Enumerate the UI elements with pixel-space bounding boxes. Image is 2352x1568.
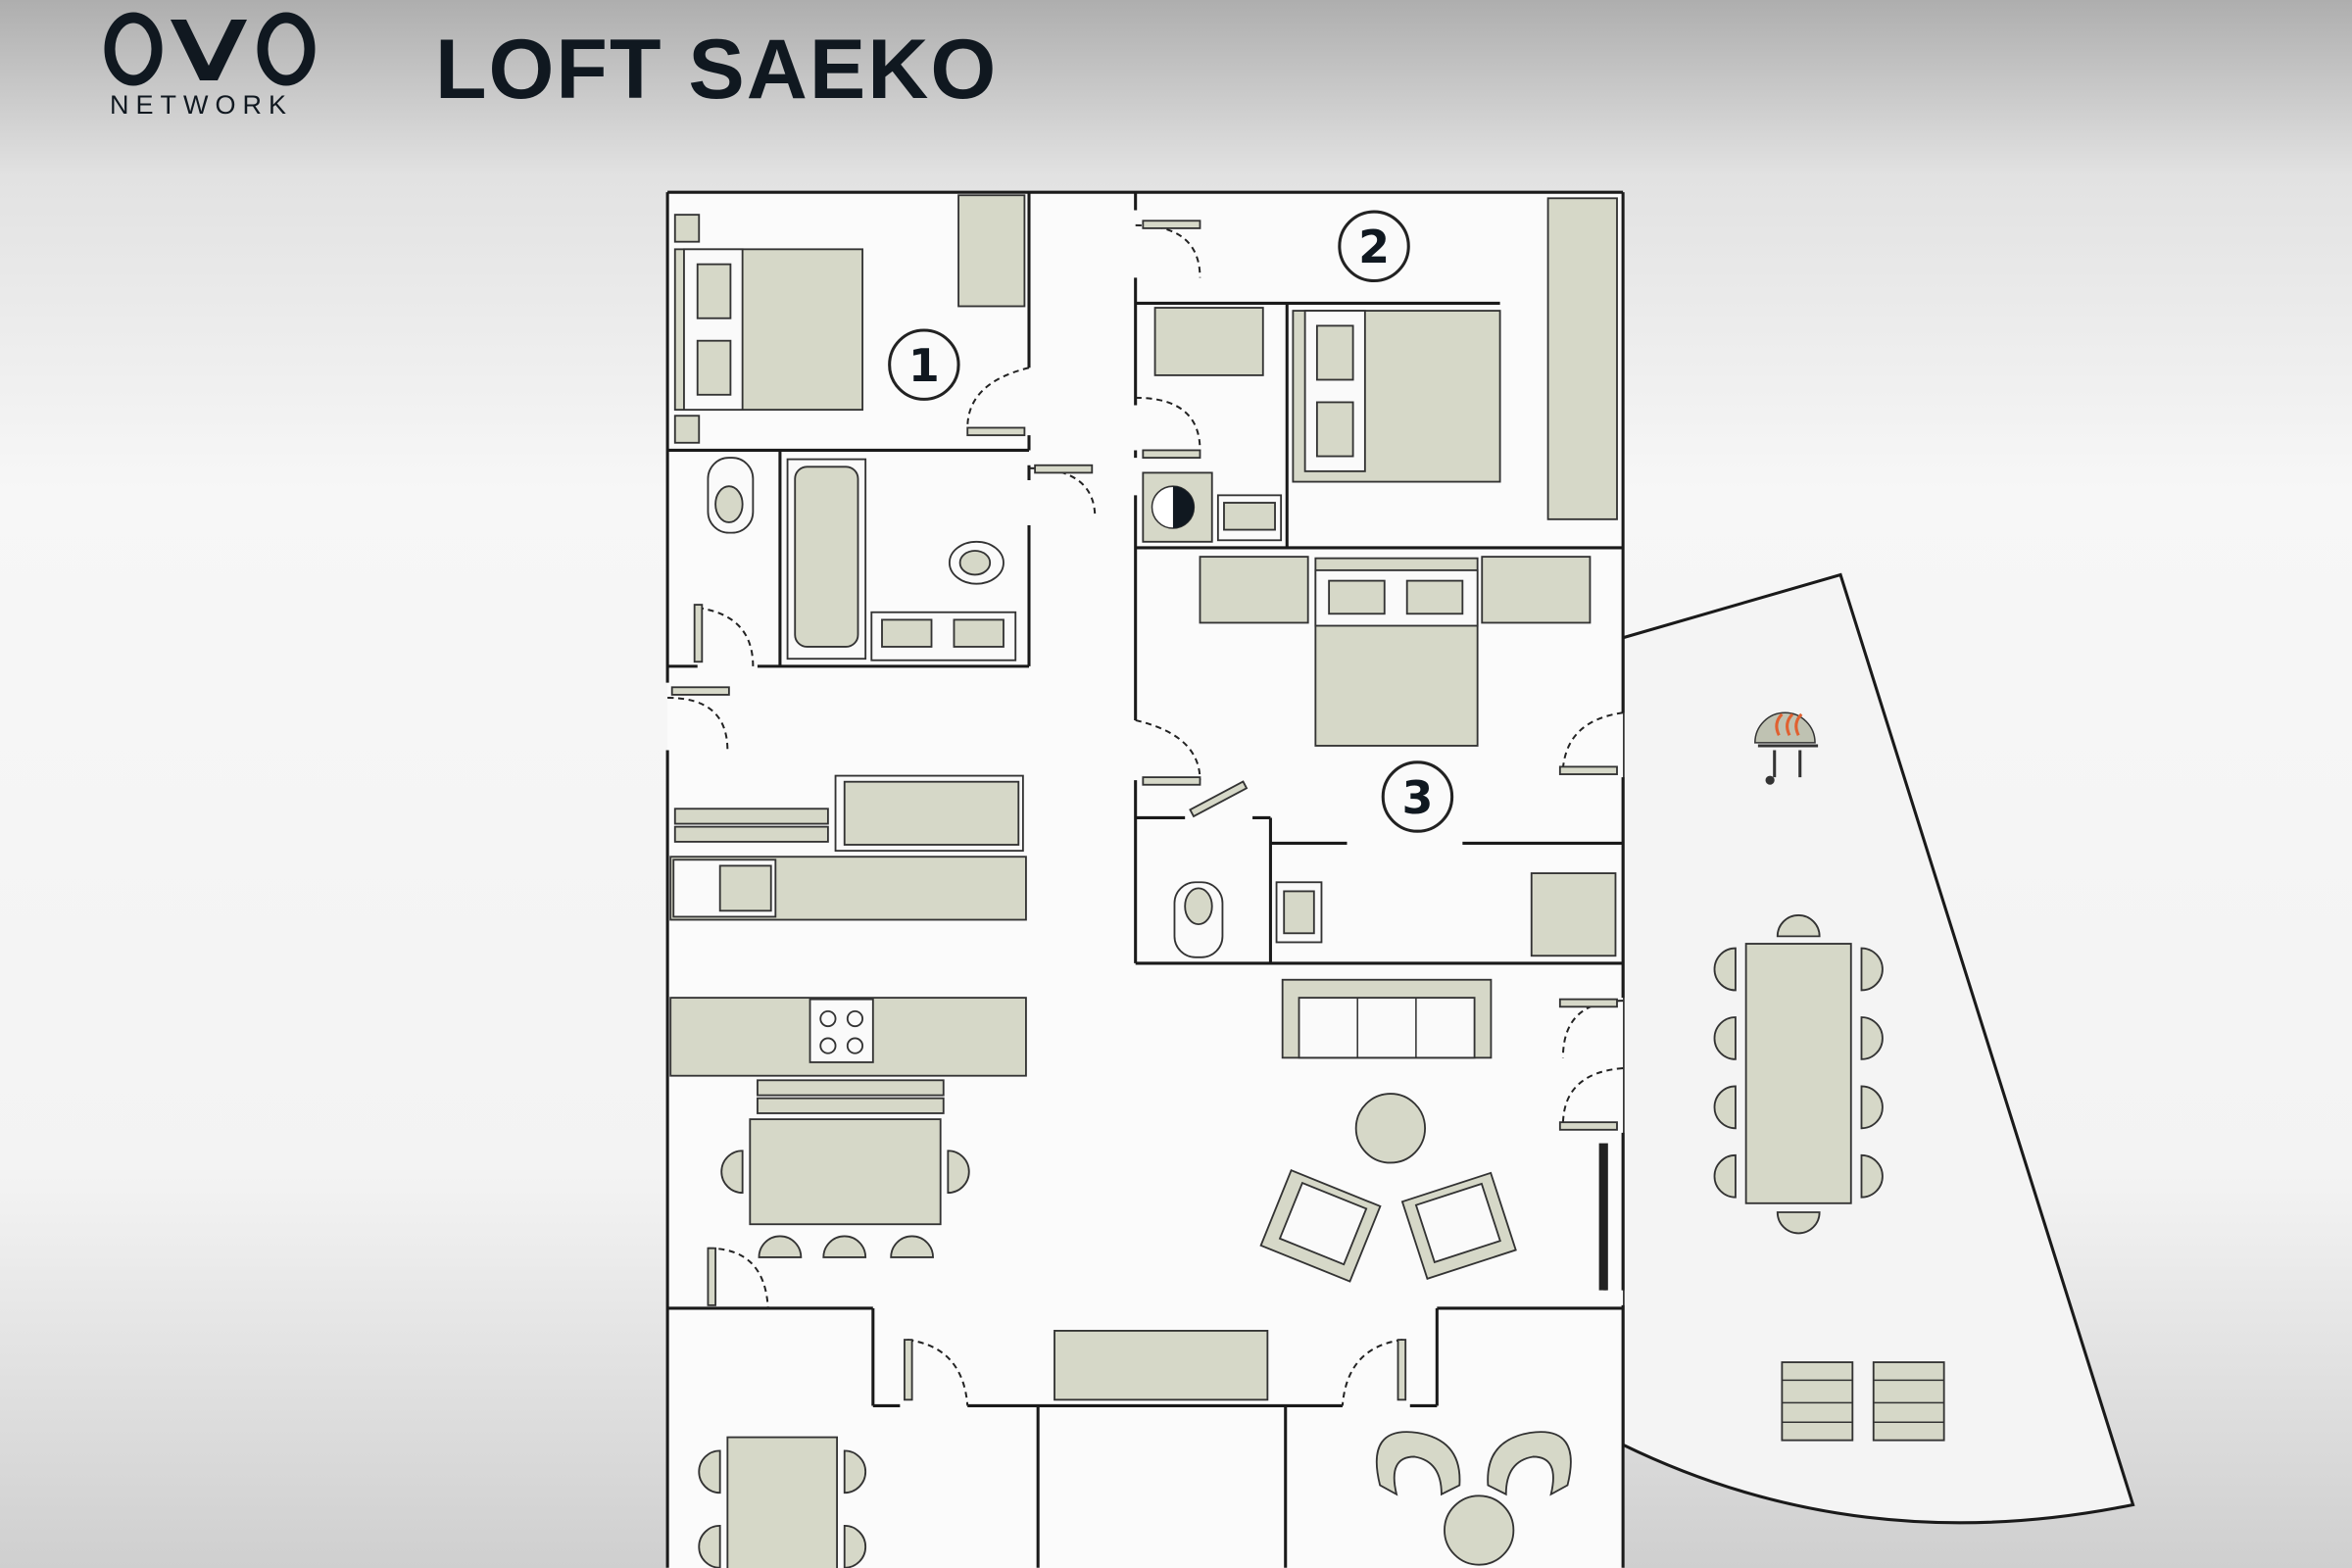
room-labels: 1 2 3 bbox=[888, 210, 1454, 833]
page-title: LOFT SAEKO bbox=[435, 23, 999, 117]
furniture bbox=[669, 194, 1945, 1568]
walls bbox=[665, 190, 1625, 1568]
svg-text:3: 3 bbox=[1401, 771, 1433, 824]
ovo-network-logo bbox=[104, 12, 316, 86]
svg-text:1: 1 bbox=[908, 339, 940, 392]
doors bbox=[667, 220, 1624, 1406]
brand-wordmark: NETWORK bbox=[110, 90, 293, 120]
room-1-marker: 1 bbox=[888, 328, 960, 401]
grill-icon bbox=[1754, 711, 1819, 785]
room-2-marker: 2 bbox=[1338, 210, 1410, 283]
svg-text:2: 2 bbox=[1358, 220, 1390, 273]
room-3-marker: 3 bbox=[1381, 760, 1454, 833]
